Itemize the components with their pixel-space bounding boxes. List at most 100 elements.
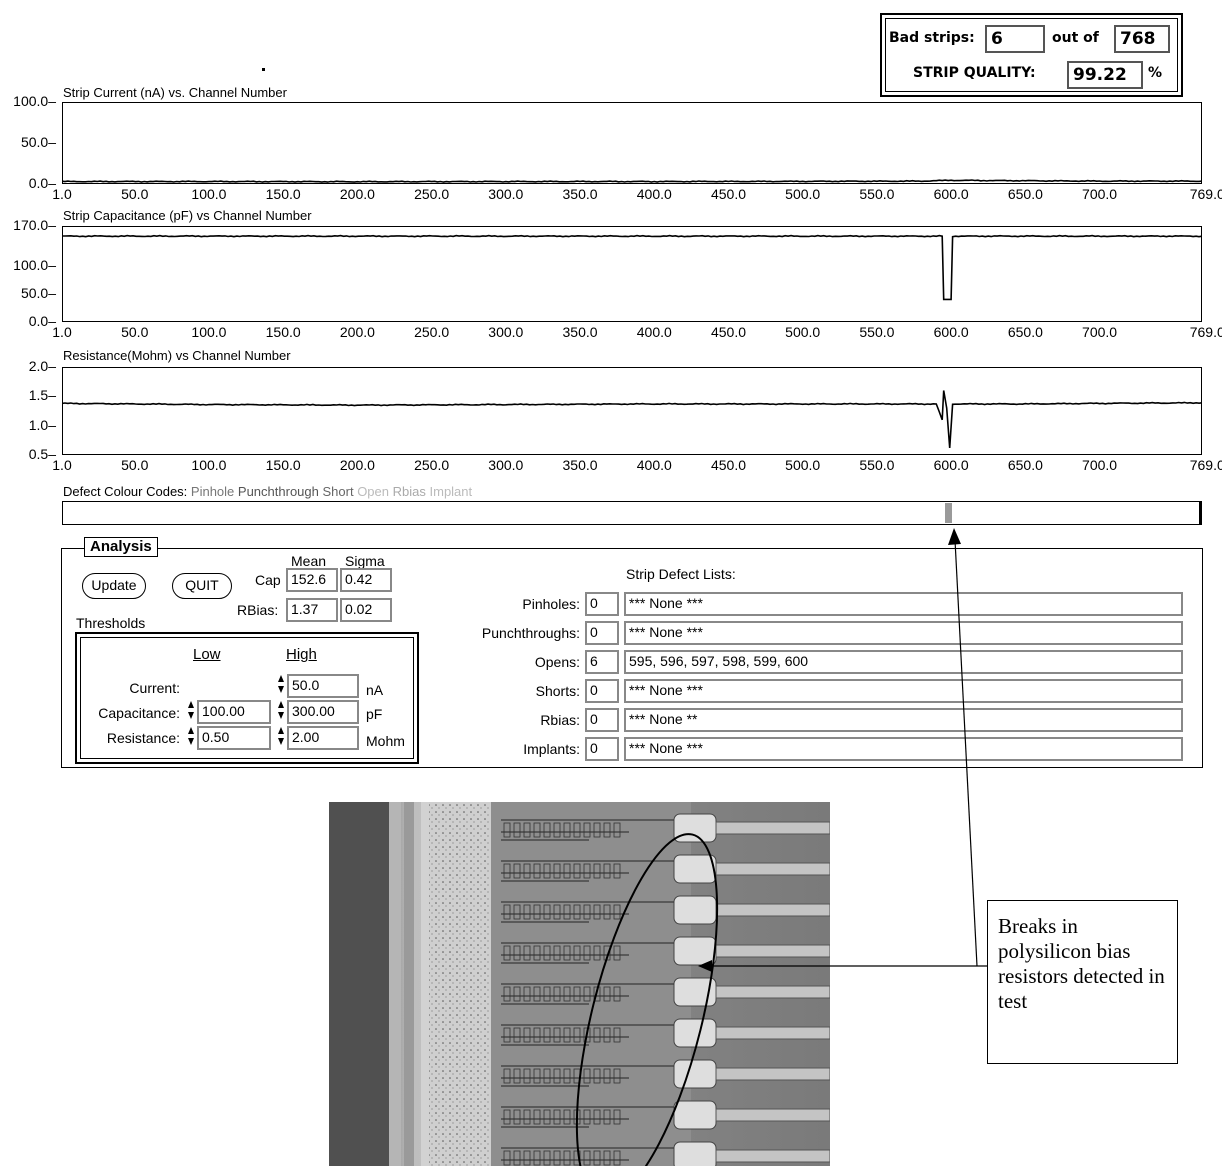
analysis-panel <box>61 548 1203 768</box>
defect-count-field: 0 <box>585 737 619 761</box>
defect-colour-codes: Defect Colour Codes: Pinhole Punchthroug… <box>63 484 472 499</box>
capacitance-unit: pF <box>366 706 383 722</box>
x-tick-label: 200.0 <box>339 186 375 202</box>
code-open: Open <box>357 484 389 499</box>
low-label: Low <box>193 646 221 663</box>
spinner-arrows-icon <box>278 727 284 745</box>
y-tick-label: 50.0– <box>20 134 56 150</box>
x-tick-label: 50.0 <box>121 457 149 473</box>
x-tick-label: 100.0 <box>191 324 227 340</box>
rbias-mean-field: 1.37 <box>286 598 338 622</box>
micrograph-image <box>329 802 830 1166</box>
strip-defect-lists-label: Strip Defect Lists: <box>626 566 736 582</box>
defect-strip-bar <box>62 501 1202 525</box>
bad-strips-label: Bad strips: <box>889 30 975 46</box>
strip-quality-field: 99.22 <box>1067 61 1143 89</box>
x-tick-label: 350.0 <box>562 186 598 202</box>
x-tick-label: 250.0 <box>414 457 450 473</box>
series-line <box>62 179 1202 183</box>
resistance-high-input[interactable]: 2.00 <box>287 726 359 750</box>
chart-svg-1 <box>62 179 1202 183</box>
capacitance-low-input[interactable]: 100.00 <box>197 700 271 724</box>
sigma-label: Sigma <box>345 553 385 569</box>
x-tick-label: 450.0 <box>710 186 747 202</box>
capacitance-high-spinner[interactable] <box>277 700 285 720</box>
x-tick-label: 700.0 <box>1082 186 1118 202</box>
x-tick-label: 500.0 <box>785 457 821 473</box>
plot-area-1 <box>62 102 1202 184</box>
cap-sigma-field: 0.42 <box>340 568 392 592</box>
x-tick-label: 650.0 <box>1007 457 1043 473</box>
x-tick-label: 600.0 <box>933 186 969 202</box>
y-tick-label: 1.5– <box>28 387 56 404</box>
x-tick-label: 350.0 <box>562 457 598 473</box>
code-pinhole: Pinhole <box>190 484 235 499</box>
y-tick-label: 170.0– <box>13 217 56 233</box>
spinner-arrows-icon <box>188 727 194 745</box>
defect-row-label: Shorts: <box>535 683 580 699</box>
x-tick-label: 550.0 <box>859 457 895 473</box>
x-tick-label: 600.0 <box>933 457 969 473</box>
y-tick-label: 100.0– <box>13 93 56 109</box>
resistance-low-input[interactable]: 0.50 <box>197 726 271 750</box>
spinner-arrows-icon <box>188 701 194 719</box>
x-tick-label: 300.0 <box>488 324 524 340</box>
defect-list-field: *** None ** <box>624 708 1183 732</box>
resistance-low-spinner[interactable] <box>187 726 195 746</box>
quit-button[interactable]: QUIT <box>172 573 232 599</box>
defect-row-label: Implants: <box>523 741 580 757</box>
x-tick-label: 150.0 <box>265 186 301 202</box>
resistance-label: Resistance: <box>106 730 180 746</box>
defect-list-field: *** None *** <box>624 621 1183 645</box>
capacitance-high-input[interactable]: 300.00 <box>287 700 359 724</box>
y-tick-label: 2.0– <box>28 358 56 374</box>
thresholds-box <box>75 632 419 764</box>
x-tick-label: 150.0 <box>265 457 301 473</box>
defect-count-field: 6 <box>585 650 619 674</box>
x-tick-label: 400.0 <box>636 324 672 340</box>
x-tick-label: 500.0 <box>785 186 821 202</box>
arrowhead-up-icon <box>948 528 961 545</box>
y-tick-label: 0.0– <box>28 313 56 329</box>
defect-row-label: Opens: <box>534 654 580 670</box>
current-unit: nA <box>366 682 384 698</box>
x-tick-label: 200.0 <box>339 324 375 340</box>
current-high-spinner[interactable] <box>277 674 285 694</box>
plot-area-2 <box>62 226 1202 322</box>
defect-count-field: 0 <box>585 708 619 732</box>
cap-mean-field: 152.6 <box>286 568 338 592</box>
x-tick-label: 550.0 <box>859 186 895 202</box>
rbias-sigma-field: 0.02 <box>340 598 392 622</box>
defect-count-field: 0 <box>585 592 619 616</box>
x-tick-label: 769.0 <box>1189 186 1222 202</box>
x-tick-label: 350.0 <box>562 324 598 340</box>
current-high-input[interactable]: 50.0 <box>287 674 359 698</box>
defect-list-field: 595, 596, 597, 598, 599, 600 <box>624 650 1183 674</box>
defect-row-label: Punchthroughs: <box>481 625 580 641</box>
x-tick-label: 700.0 <box>1082 457 1118 473</box>
x-tick-label: 1.0 <box>52 324 72 340</box>
capacitance-low-spinner[interactable] <box>187 700 195 720</box>
update-button[interactable]: Update <box>82 573 146 599</box>
chart-title-3: Resistance(Mohm) vs Channel Number <box>63 348 291 363</box>
strip-quality-label: STRIP QUALITY: <box>913 65 1036 81</box>
y-tick-label: 100.0– <box>13 256 56 273</box>
x-tick-label: 100.0 <box>191 186 227 202</box>
capacitance-label: Capacitance: <box>98 705 180 721</box>
out-of-label: out of <box>1052 30 1099 46</box>
total-strips-field: 768 <box>1114 25 1170 53</box>
resistance-unit: Mohm <box>366 733 405 749</box>
current-label: Current: <box>129 680 180 696</box>
defect-list-field: *** None *** <box>624 592 1183 616</box>
defect-list-field: *** None *** <box>624 737 1183 761</box>
x-tick-label: 200.0 <box>339 457 375 473</box>
x-tick-label: 769.0 <box>1189 324 1222 340</box>
x-tick-label: 150.0 <box>265 324 301 340</box>
y-tick-label: 0.5– <box>28 446 56 462</box>
x-tick-label: 400.0 <box>636 457 672 473</box>
resistance-high-spinner[interactable] <box>277 726 285 746</box>
x-tick-label: 450.0 <box>710 457 747 473</box>
code-implant: Implant <box>429 484 473 499</box>
x-tick-label: 250.0 <box>414 186 450 202</box>
defect-count-field: 0 <box>585 679 619 703</box>
